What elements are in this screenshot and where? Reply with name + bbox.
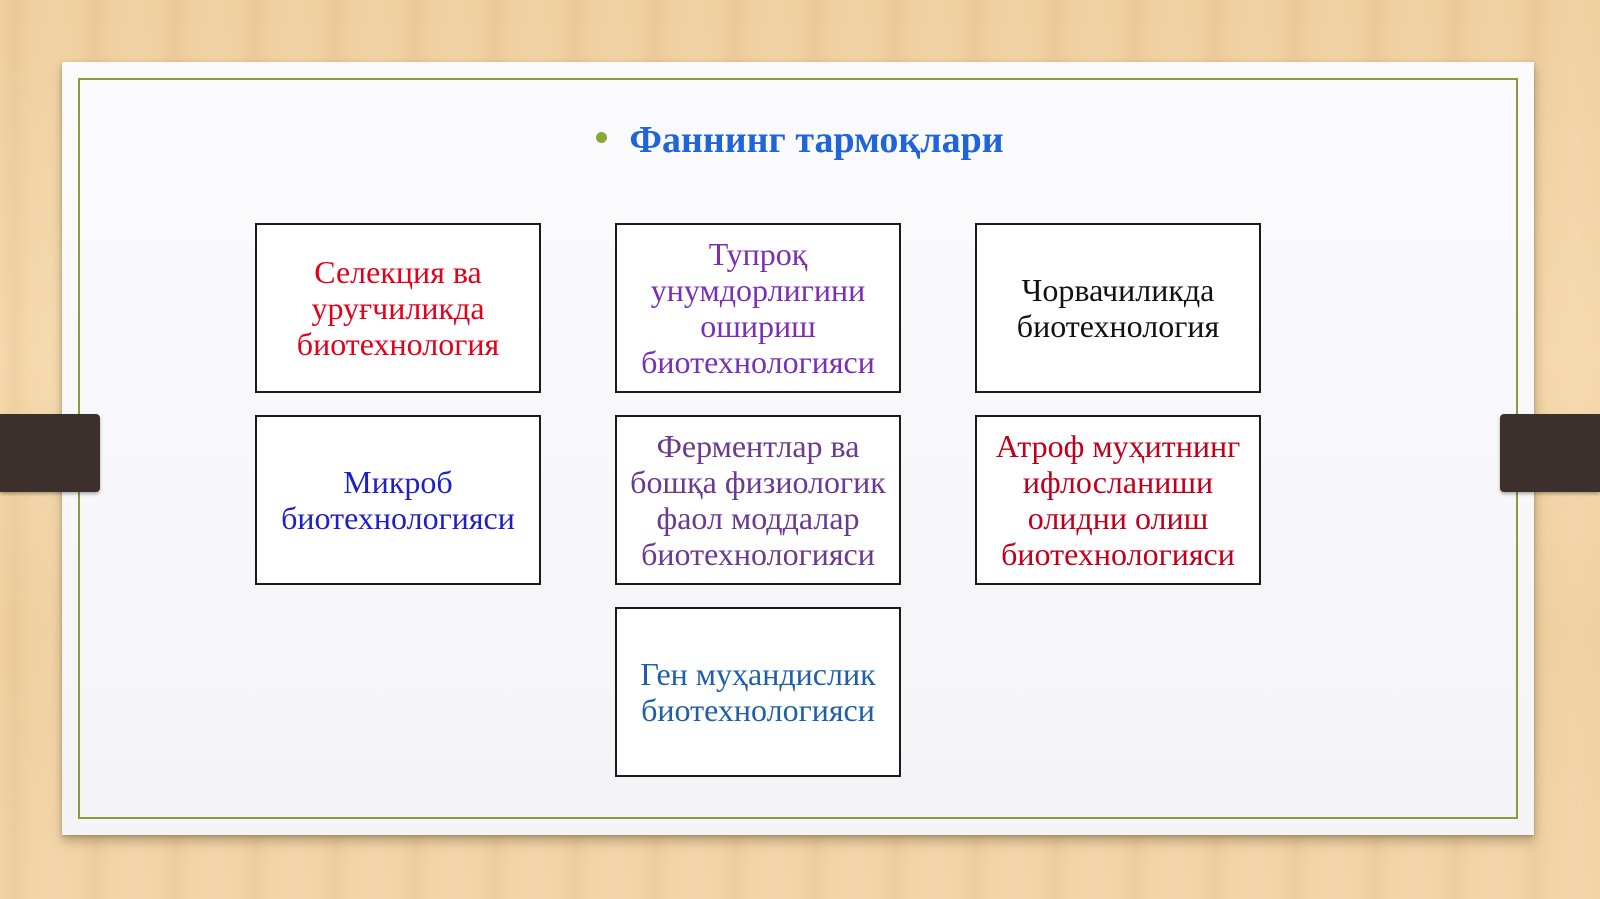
right-binder-clip: [1500, 414, 1600, 492]
branch-label: Селекция ва уруғчиликда биотехнология: [296, 254, 500, 362]
branch-box-enzymes: Ферментлар ва бошқа физиологик фаол модд…: [615, 415, 901, 585]
branch-box-genetic-engineering: Ген муҳандислик биотехнологияси: [615, 607, 901, 777]
title-row: Фаннинг тармоқлари: [0, 118, 1600, 162]
branch-box-microbial: Микроб биотехнологияси: [255, 415, 541, 585]
bullet-icon: [596, 131, 608, 143]
branch-box-soil: Тупроқ унумдорлигини ошириш биотехнологи…: [615, 223, 901, 393]
branch-box-environment: Атроф муҳитнинг ифлосланиши олидни олиш …: [975, 415, 1261, 585]
branch-box-livestock: Чорвачиликда биотехнология: [975, 223, 1261, 393]
title: Фаннинг тармоқлари: [596, 118, 1004, 162]
branch-label: Тупроқ унумдорлигини ошириш биотехнологи…: [641, 236, 875, 380]
branch-label: Ген муҳандислик биотехнологияси: [640, 656, 876, 728]
title-text: Фаннинг тармоқлари: [629, 119, 1004, 161]
branch-label: Атроф муҳитнинг ифлосланиши олидни олиш …: [995, 428, 1241, 572]
branch-label: Чорвачиликда биотехнология: [1016, 272, 1220, 344]
branch-label: Микроб биотехнологияси: [281, 464, 515, 536]
left-binder-clip: [0, 414, 100, 492]
branch-box-selection: Селекция ва уруғчиликда биотехнология: [255, 223, 541, 393]
branch-label: Ферментлар ва бошқа физиологик фаол модд…: [630, 428, 886, 572]
